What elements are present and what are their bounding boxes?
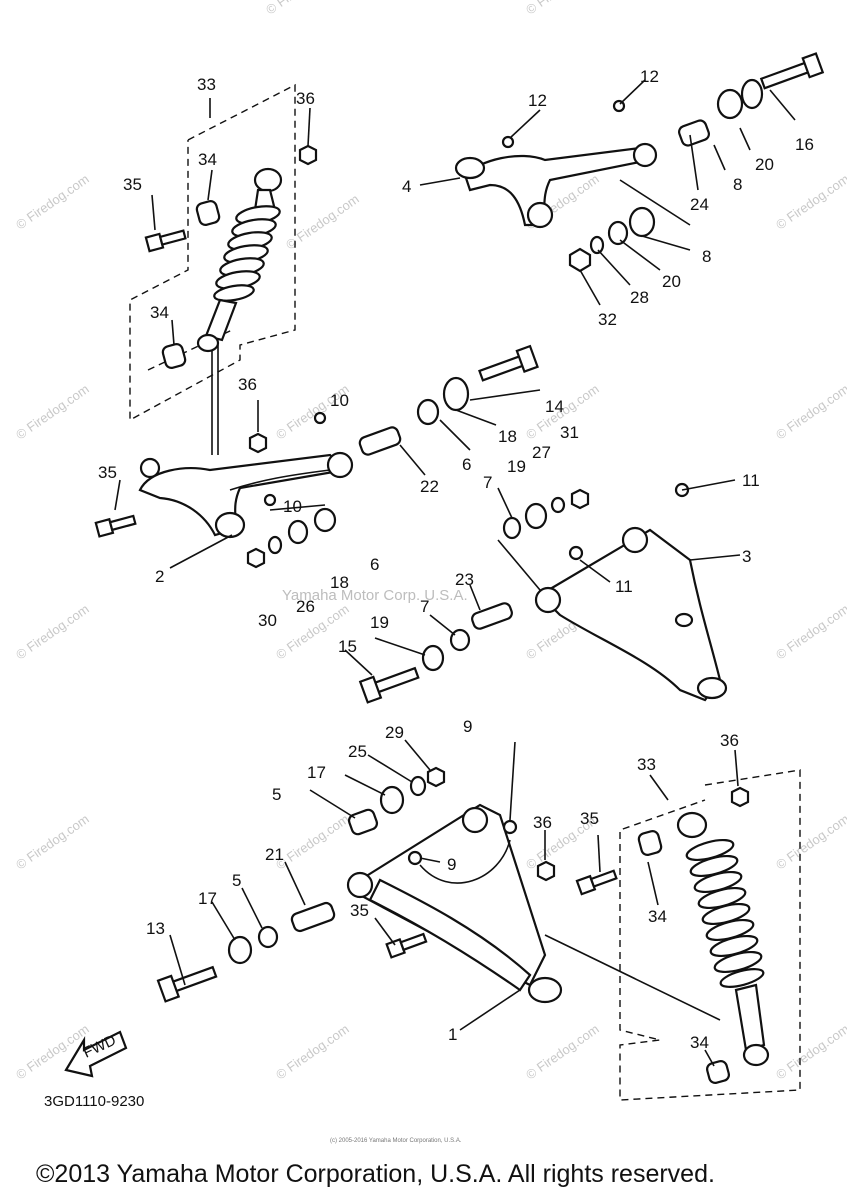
callout-35: 35 <box>580 809 599 828</box>
callout-26: 26 <box>296 597 315 616</box>
callout-25: 25 <box>348 742 367 761</box>
upper-shock-absorber <box>196 167 283 455</box>
callout-11: 11 <box>615 577 633 596</box>
part-4-hardware <box>501 52 825 273</box>
callout-20: 20 <box>662 272 681 291</box>
upper-shock-hardware <box>144 144 318 369</box>
callout-13: 13 <box>146 919 165 938</box>
callout-11: 11 <box>742 471 760 490</box>
callout-28: 28 <box>630 288 649 307</box>
callout-16: 16 <box>795 135 814 154</box>
callout-9: 9 <box>463 717 472 736</box>
watermark-text: © Firedog.com <box>273 1021 352 1082</box>
callout-36: 36 <box>238 375 257 394</box>
callout-15: 15 <box>338 637 357 656</box>
callout-6: 6 <box>370 555 379 574</box>
callout-35: 35 <box>123 175 142 194</box>
callout-36: 36 <box>296 89 315 108</box>
callout-36: 36 <box>720 731 739 750</box>
watermark-text: © Firedog.com <box>773 381 847 442</box>
callout-19: 19 <box>370 613 389 632</box>
callout-7: 7 <box>483 473 492 492</box>
callout-4: 4 <box>402 177 411 196</box>
callout-10: 10 <box>283 497 302 516</box>
callout-33: 33 <box>637 755 656 774</box>
watermark-text: © Firedog.com <box>263 0 342 17</box>
callout-34: 34 <box>648 907 667 926</box>
leader-lines <box>114 79 796 1067</box>
callout-6: 6 <box>462 455 471 474</box>
callout-20: 20 <box>755 155 774 174</box>
callout-31: 31 <box>560 423 579 442</box>
callout-19: 19 <box>507 457 526 476</box>
watermark-text: © Firedog.com <box>13 171 92 232</box>
watermark-text: © Firedog.com <box>13 381 92 442</box>
part-2-hardware <box>94 344 539 569</box>
lower-shock-bracket <box>619 769 801 1101</box>
callout-12: 12 <box>528 91 547 110</box>
callout-labels: 33 36 34 35 34 12 12 4 16 20 8 24 8 20 2… <box>98 67 814 1052</box>
callout-35: 35 <box>98 463 117 482</box>
callout-30: 30 <box>258 611 277 630</box>
part-4-upper-arm <box>454 142 691 229</box>
diagram-code: 3GD1110-9230 <box>44 1093 144 1110</box>
callout-22: 22 <box>420 477 439 496</box>
callout-32: 32 <box>598 310 617 329</box>
watermark-text: © Firedog.com <box>523 0 602 17</box>
callout-12: 12 <box>640 67 659 86</box>
callout-17: 17 <box>198 889 217 908</box>
part-1-hardware <box>156 766 721 1021</box>
callout-5: 5 <box>272 785 281 804</box>
callout-18: 18 <box>498 427 517 446</box>
callout-14: 14 <box>545 397 564 416</box>
watermark-text: © Firedog.com <box>773 811 847 872</box>
small-copyright: (c) 2005-2016 Yamaha Motor Corporation, … <box>330 1138 462 1144</box>
callout-9: 9 <box>447 855 456 874</box>
callout-8: 8 <box>733 175 742 194</box>
watermark-text: © Firedog.com <box>773 1021 847 1082</box>
callout-34: 34 <box>690 1033 709 1052</box>
callout-34: 34 <box>198 150 217 169</box>
callout-23: 23 <box>455 570 474 589</box>
callout-10: 10 <box>330 391 349 410</box>
watermark-text: © Firedog.com <box>13 601 92 662</box>
callout-18: 18 <box>330 573 349 592</box>
callout-24: 24 <box>690 195 709 214</box>
callout-34: 34 <box>150 303 169 322</box>
callout-3: 3 <box>742 547 751 566</box>
watermark-text: © Firedog.com <box>773 601 847 662</box>
callout-2: 2 <box>155 567 164 586</box>
watermark-text: © Firedog.com <box>523 1021 602 1082</box>
callout-36: 36 <box>533 813 552 832</box>
lower-shock-absorber <box>637 786 770 1084</box>
callout-29: 29 <box>385 723 404 742</box>
part-2-arm <box>138 451 354 539</box>
part-3-arm <box>534 526 728 702</box>
callout-27: 27 <box>532 443 551 462</box>
callout-17: 17 <box>307 763 326 782</box>
watermark-text: © Firedog.com <box>773 171 847 232</box>
callout-21: 21 <box>265 845 284 864</box>
center-watermark: Yamaha Motor Corp. U.S.A. <box>282 587 468 604</box>
callout-33: 33 <box>197 75 216 94</box>
watermark-text: © Firedog.com <box>13 811 92 872</box>
part-3-hardware <box>358 482 690 704</box>
part-1-arm <box>346 803 563 1004</box>
callout-7: 7 <box>420 597 429 616</box>
callout-8: 8 <box>702 247 711 266</box>
callout-35: 35 <box>350 901 369 920</box>
callout-5: 5 <box>232 871 241 890</box>
callout-1: 1 <box>448 1025 457 1044</box>
footer-copyright: ©2013 Yamaha Motor Corporation, U.S.A. A… <box>36 1160 715 1188</box>
